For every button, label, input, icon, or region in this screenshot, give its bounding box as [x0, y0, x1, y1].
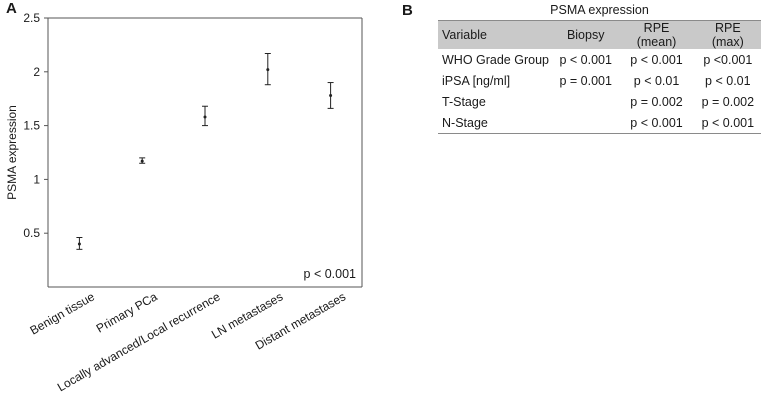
data-point	[77, 242, 81, 246]
y-tick-label: 2	[33, 65, 40, 79]
cell-variable: iPSA [ng/ml]	[442, 73, 511, 88]
cell-rpe-max: p <0.001	[703, 52, 753, 67]
cell-rpe-max: p < 0.001	[694, 112, 761, 134]
cell-variable: WHO Grade Group	[442, 52, 549, 67]
header-variable: Variable	[438, 20, 553, 49]
data-point	[266, 68, 270, 72]
table-row: N-Stage p < 0.001 p < 0.001	[438, 112, 761, 134]
p-value-annotation: p < 0.001	[304, 267, 357, 281]
cell-variable: N-Stage	[438, 112, 553, 134]
table-header-row: Variable Biopsy RPE (mean) RPE (max)	[438, 20, 761, 49]
y-tick-label: 1.5	[23, 119, 40, 133]
y-tick-label: 0.5	[23, 226, 40, 240]
cell-biopsy	[552, 112, 619, 134]
table-row: WHO Grade Group p < 0.001 p < 0.001 p <0…	[438, 49, 761, 70]
data-point	[329, 93, 333, 97]
table-row: iPSA [ng/ml] p = 0.001 p < 0.01 p < 0.01	[438, 70, 761, 91]
header-rpe-mean: RPE (mean)	[618, 20, 695, 49]
header-rpe-max: RPE (max)	[694, 20, 761, 49]
header-biopsy: Biopsy	[552, 20, 619, 49]
panel-b-label: B	[402, 2, 413, 19]
table-title: PSMA expression	[550, 3, 649, 17]
cell-rpe-max: p = 0.002	[701, 94, 755, 109]
cell-biopsy: p = 0.001	[559, 73, 612, 88]
cell-rpe-mean: p < 0.01	[633, 73, 680, 88]
panel-a-label: A	[6, 0, 17, 17]
cell-variable: T-Stage	[442, 94, 486, 109]
cell-rpe-mean: p < 0.001	[618, 112, 695, 134]
data-point	[140, 159, 144, 163]
table-row: T-Stage p = 0.002 p = 0.002	[438, 91, 761, 112]
x-category-label: Benign tissue	[28, 289, 98, 337]
cell-rpe-max: p < 0.01	[705, 73, 751, 88]
y-tick-label: 1	[33, 172, 40, 186]
cell-biopsy	[553, 91, 618, 112]
cell-biopsy: p < 0.001	[559, 52, 612, 67]
cell-rpe-mean: p = 0.002	[630, 94, 683, 109]
cell-rpe-mean: p < 0.001	[630, 52, 683, 67]
y-axis-label: PSMA expression	[5, 105, 19, 200]
y-tick-label: 2.5	[23, 11, 40, 25]
data-point	[203, 115, 207, 119]
psma-statistics-table: Variable Biopsy RPE (mean) RPE (max) WHO…	[438, 20, 761, 134]
